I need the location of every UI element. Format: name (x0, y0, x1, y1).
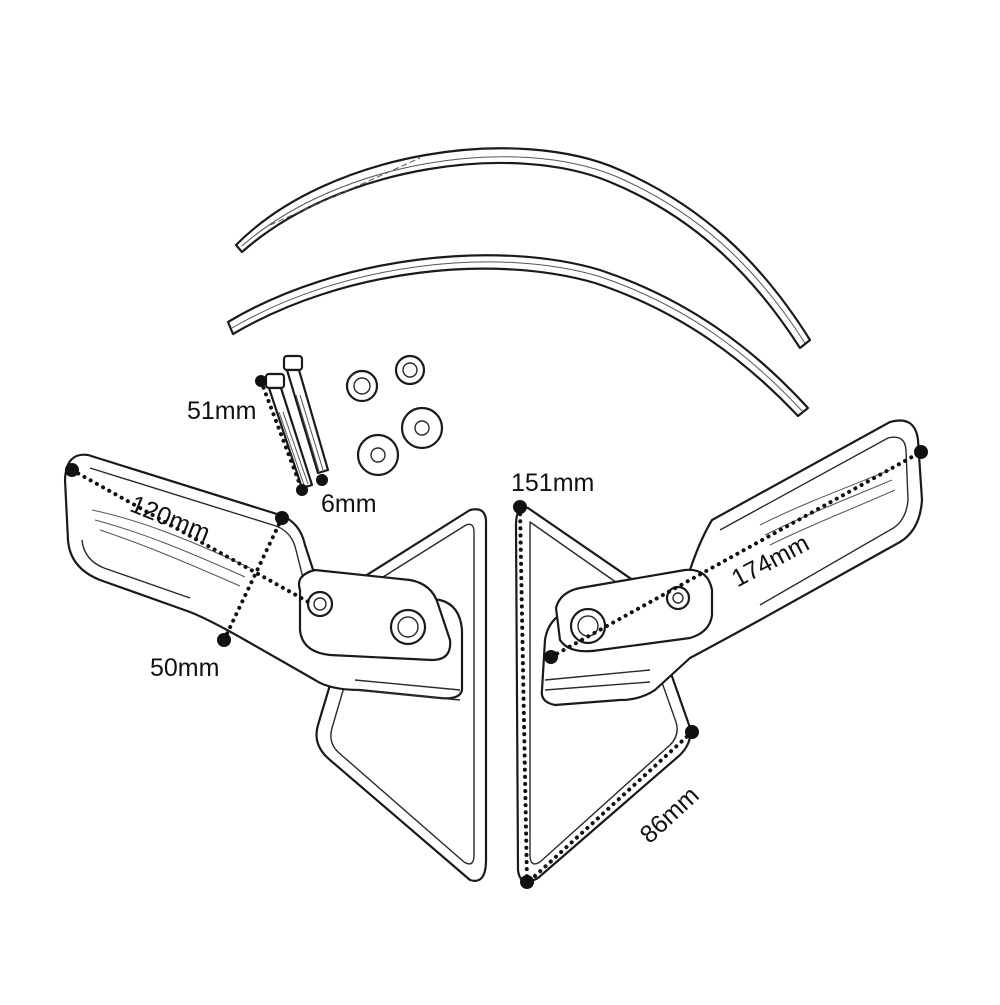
dimension-174mm-line (544, 445, 928, 664)
right-bracket-arm (540, 419, 924, 707)
lock-washer-1 (345, 369, 379, 403)
dimension-label-50mm: 50mm (150, 654, 220, 682)
dimension-50mm-line (217, 511, 289, 647)
dimension-label-51mm: 51mm (187, 397, 257, 425)
rubber-trim-strip-lower (226, 254, 810, 418)
dimension-51mm-line (255, 375, 308, 496)
flat-washer-2 (400, 406, 444, 450)
flat-washer-1 (356, 433, 400, 477)
dimension-120mm-line (65, 463, 314, 606)
bolt-1 (282, 354, 330, 475)
rubber-trim-strip-upper (234, 147, 812, 350)
lock-washer-2 (394, 354, 426, 386)
dimension-label-151mm: 151mm (511, 469, 595, 497)
dimension-6mm-marker (316, 474, 328, 486)
dimension-151mm-line (513, 500, 534, 889)
bolt-2 (264, 372, 314, 490)
dimension-label-6mm: 6mm (321, 490, 377, 518)
dimension-86mm-line (533, 725, 699, 878)
